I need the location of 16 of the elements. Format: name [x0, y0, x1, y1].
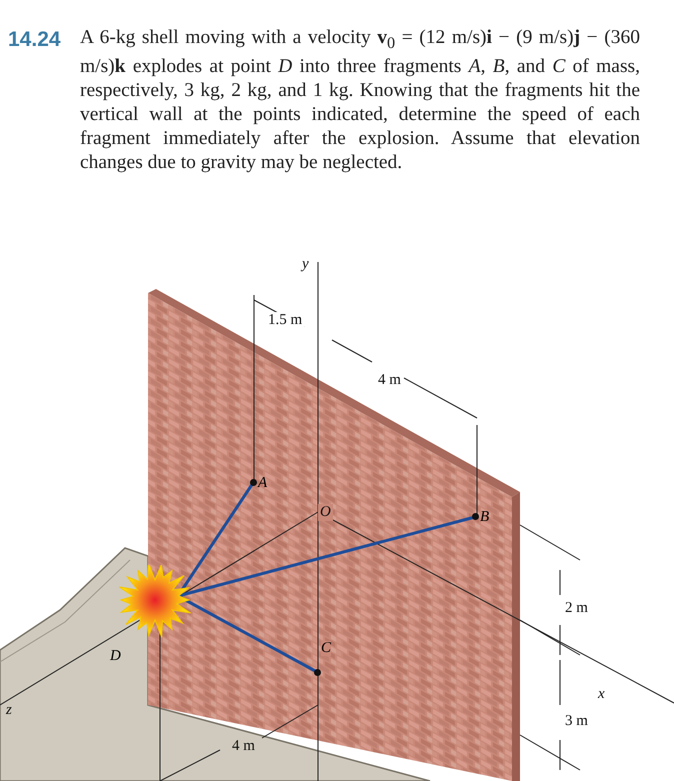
origin-label: O [318, 504, 333, 521]
dimension-label: 1.5 m [266, 312, 304, 329]
trajectory-line [178, 516, 476, 598]
axis-label: x [598, 686, 605, 703]
problem-text: A 6-kg shell moving with a velocity v$_{0}$ = (12 m/s)i − (9 m/s)j − (360 m/s)k explodes at point D into three fragments A, B, and C of mass, respectively, 3 kg, 2 kg, and 1 kg. Knowing that the fragments hit the vertical wall at the points indicated, determine the speed of each fragment immediately after the explosion. Assume that elevation changes due to gravity may be neglected. [80, 26, 640, 175]
point-label: A [258, 476, 268, 491]
problem-number: 14.24 [8, 28, 61, 52]
axis-label: y [302, 256, 309, 273]
dimension-label: 3 m [565, 713, 588, 730]
dimension-label: 2 m [565, 600, 588, 617]
point-label: B [480, 510, 490, 525]
axis-label: z [6, 702, 12, 719]
dimension-label: 4 m [232, 738, 255, 755]
point-label: D [110, 649, 121, 664]
point-label: C [321, 641, 332, 656]
dimension-label: 4 m [378, 372, 401, 389]
